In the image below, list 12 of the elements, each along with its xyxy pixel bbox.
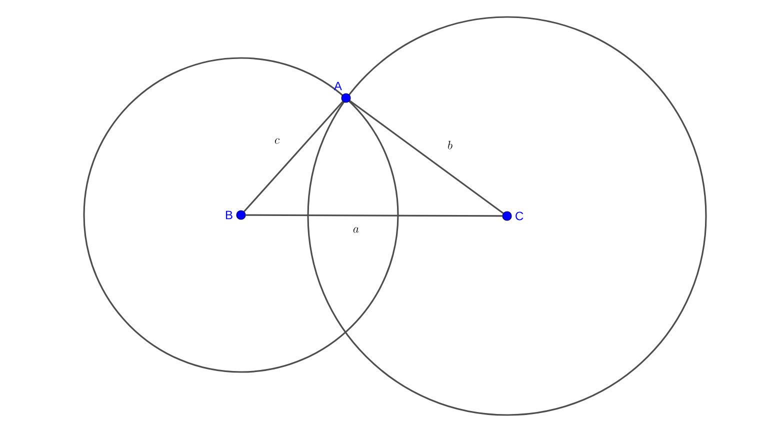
node-label: B	[226, 210, 232, 220]
point: A	[334, 82, 351, 103]
edge-label: $c$	[273, 137, 281, 145]
node-label: A	[334, 82, 342, 90]
edge-label: $b$	[446, 140, 454, 150]
line-segment	[349, 100, 504, 214]
node-label: C	[516, 212, 524, 220]
point: C	[502, 211, 524, 221]
line-segment	[246, 214, 502, 217]
point: B	[226, 210, 246, 220]
edge-label: $a$	[352, 226, 360, 234]
line-segment	[244, 100, 344, 212]
